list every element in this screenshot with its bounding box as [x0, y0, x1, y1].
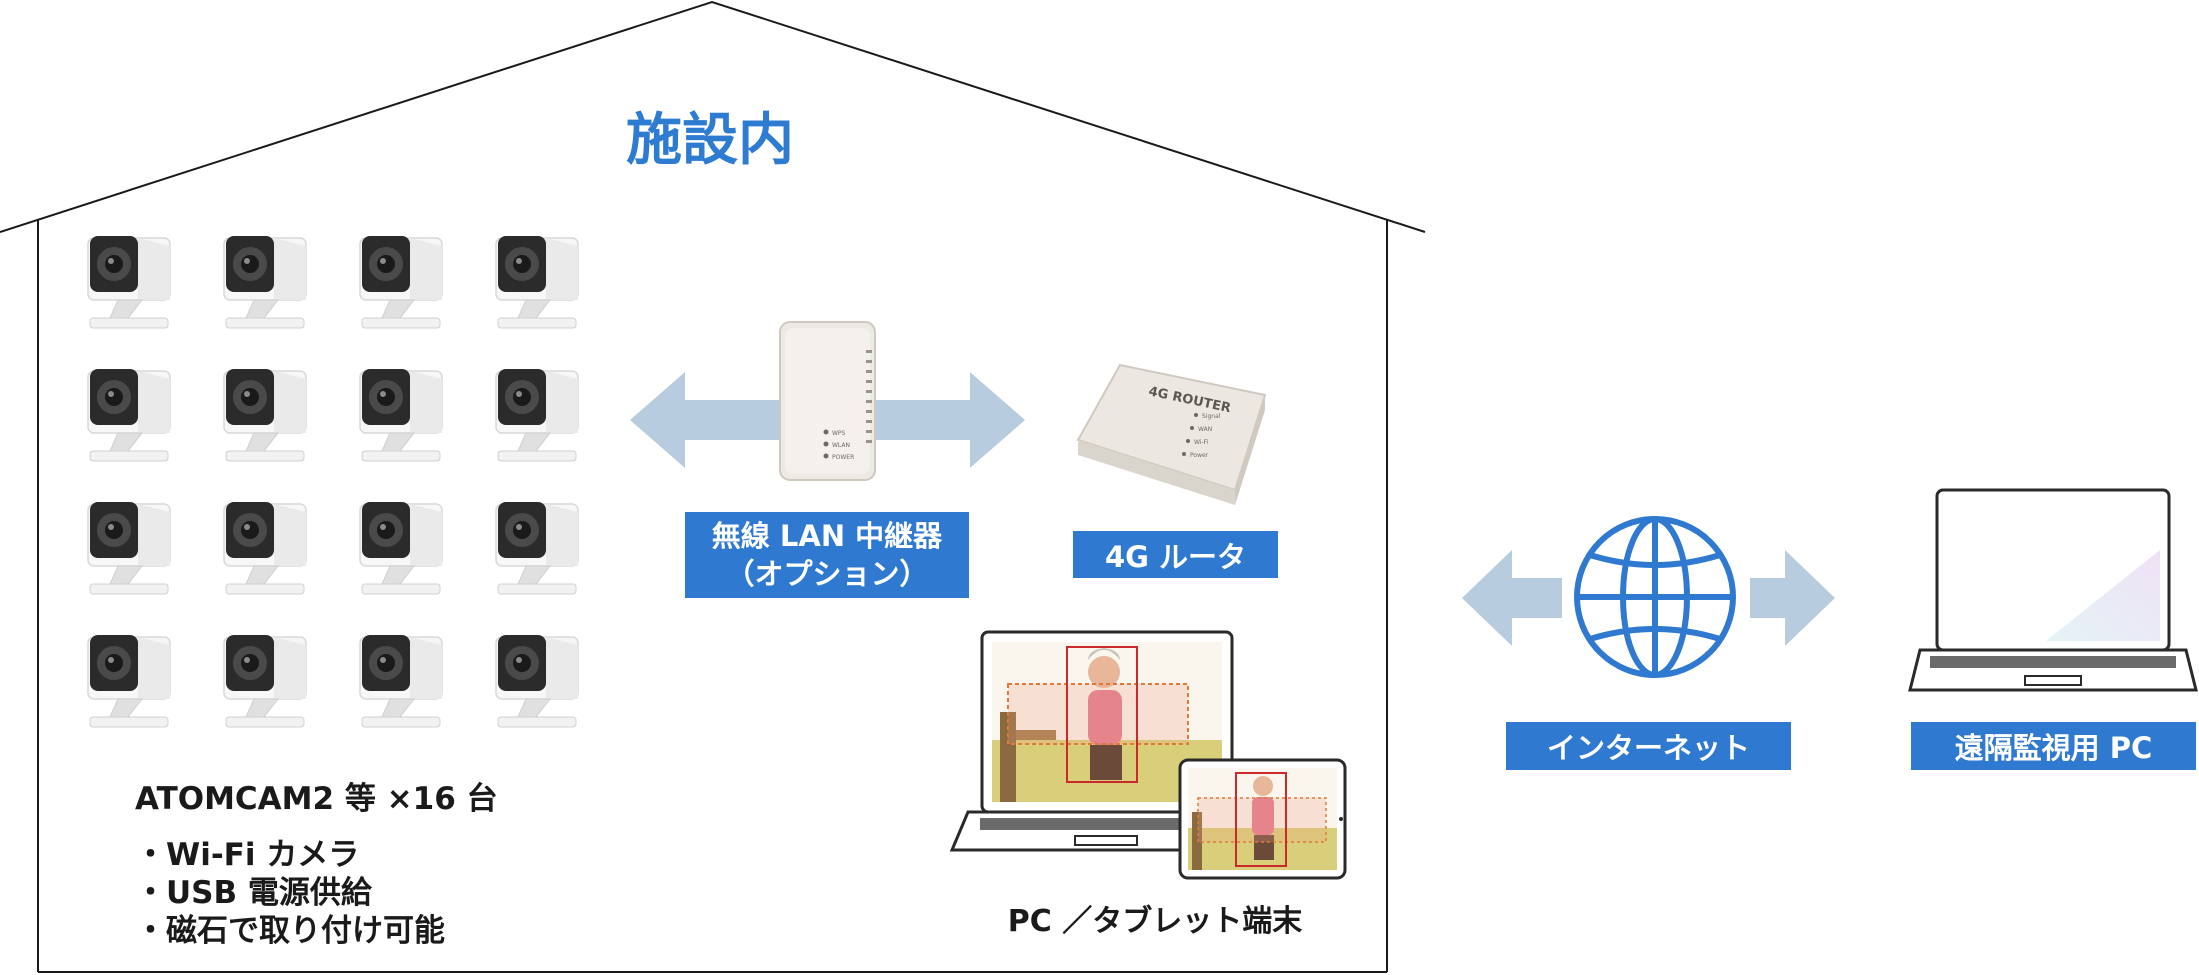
repeater-label: 無線 LAN 中継器 （オプション）	[685, 512, 969, 598]
camera-device	[223, 635, 307, 728]
camera-info: ATOMCAM2 等 ×16 台 ・Wi-Fi カメラ ・USB 電源供給 ・磁…	[135, 773, 498, 950]
remote-laptop	[1908, 488, 2198, 692]
camera-grid	[87, 236, 579, 728]
camera-feature: ・磁石で取り付け可能	[135, 913, 445, 949]
camera-device	[495, 635, 579, 728]
camera-device	[495, 236, 579, 329]
repeater-label-line2: （オプション）	[725, 557, 929, 591]
camera-title: ATOMCAM2 等 ×16 台	[135, 781, 498, 817]
globe-icon	[1574, 516, 1736, 678]
router-led-label: Power	[1190, 452, 1209, 459]
repeater-led-label: POWER	[832, 454, 854, 461]
camera-device	[359, 635, 443, 728]
arrow-internet-left	[1462, 550, 1562, 646]
router-label: 4G ルータ	[1073, 531, 1278, 578]
tablet-caption: PC ／タブレット端末	[1007, 904, 1303, 939]
camera-device	[223, 369, 307, 462]
arrow-repeater-right	[870, 372, 1025, 468]
camera-device	[359, 502, 443, 595]
router-led-label: Signal	[1202, 413, 1221, 420]
repeater-device: WPS WLAN POWER	[779, 321, 876, 481]
facility-tablet	[1178, 758, 1347, 880]
facility-title: 施設内	[626, 108, 794, 173]
camera-feature: ・Wi-Fi カメラ	[135, 837, 360, 873]
camera-device	[87, 635, 171, 728]
house-outline	[0, 0, 1426, 973]
camera-device	[87, 502, 171, 595]
repeater-label-line1: 無線 LAN 中継器	[711, 519, 943, 553]
camera-feature: ・USB 電源供給	[135, 875, 372, 911]
arrow-internet-right	[1750, 550, 1835, 646]
repeater-led-label: WLAN	[832, 442, 850, 449]
camera-device	[223, 236, 307, 329]
camera-device	[495, 369, 579, 462]
camera-device	[223, 502, 307, 595]
camera-device	[359, 369, 443, 462]
camera-device	[87, 369, 171, 462]
router-led-label: Wi-Fi	[1194, 439, 1209, 446]
router-led-label: WAN	[1198, 426, 1212, 433]
remote-pc-label: 遠隔監視用 PC	[1911, 722, 2196, 770]
repeater-led-label: WPS	[832, 430, 846, 437]
camera-device	[495, 502, 579, 595]
camera-device	[87, 236, 171, 329]
arrow-repeater-left	[630, 372, 790, 468]
internet-label: インターネット	[1506, 722, 1791, 770]
camera-device	[359, 236, 443, 329]
router-device: 4G ROUTER Signal WAN Wi-Fi Power	[1076, 363, 1267, 505]
